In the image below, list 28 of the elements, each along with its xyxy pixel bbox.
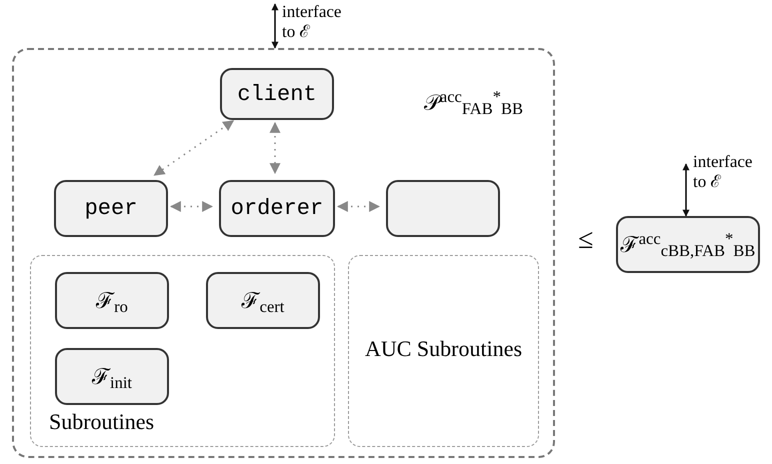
node-label: client	[237, 80, 317, 108]
node-label: ℱ$_{cert}$	[242, 287, 284, 317]
group-box	[348, 255, 539, 447]
protocol-boundary	[12, 48, 555, 458]
process-box	[55, 272, 169, 329]
group-box	[30, 255, 335, 447]
process-box	[55, 348, 169, 405]
dotted-arrow	[154, 120, 234, 176]
node-label: Subroutines	[49, 408, 154, 436]
double-arrow	[272, 3, 278, 49]
process-box	[206, 272, 320, 329]
dotted-arrow	[336, 201, 380, 212]
node-label: orderer	[230, 195, 324, 223]
process-box	[386, 180, 500, 237]
process-box	[220, 68, 334, 120]
edge-label: interface to ℰ	[282, 2, 342, 42]
node-label: ℱ$_{init}$	[92, 363, 132, 393]
node-label: peer	[84, 195, 138, 223]
edge-label: interface to ℰ	[693, 152, 754, 192]
process-box	[616, 216, 760, 273]
relation-symbol: ≤	[578, 226, 594, 254]
process-box	[54, 180, 168, 237]
dotted-arrow	[170, 201, 214, 212]
node-label: ℱ$_{ro}$	[96, 287, 128, 317]
double-arrow	[682, 163, 690, 217]
process-box	[219, 180, 335, 237]
dotted-arrow	[270, 122, 280, 174]
node-label: AUC Subroutines	[364, 335, 524, 363]
